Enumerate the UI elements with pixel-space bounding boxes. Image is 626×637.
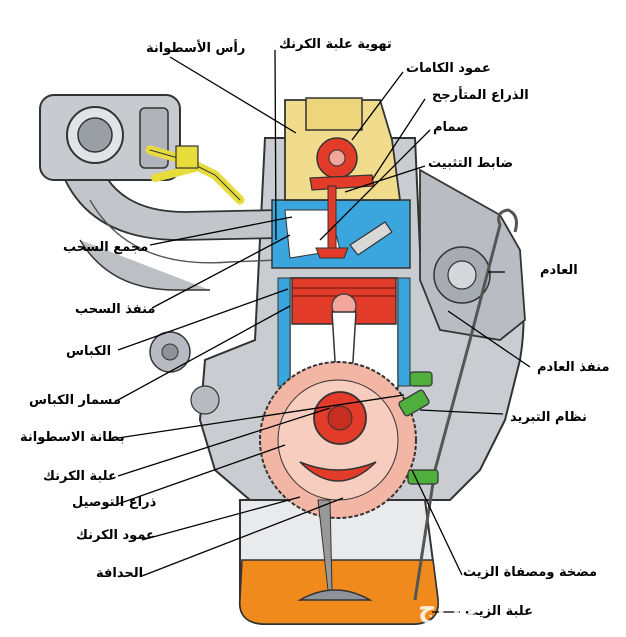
watermark: حراج [418,594,481,624]
label-connecting-rod: ذراع التوصيل [72,495,157,510]
label-intake-port: منفذ السحب [75,302,156,317]
label-intake-manifold: مجمع السحب [63,240,149,255]
label-crankcase-vent: تهوية علبة الكرنك [279,37,392,52]
label-cylinder-liner: بطانة الاسطوانة [20,430,125,445]
label-exhaust-port: منفذ العادم [537,360,610,375]
dipstick [413,208,518,601]
label-crankshaft: عمود الكرنك [76,528,155,543]
label-piston: الكباس [66,344,112,359]
leader-lines [117,49,531,613]
label-oil-pan: علبة الزيت [465,604,533,619]
label-tappet: ضابط التثبيت [428,156,514,171]
label-cooling-system: نظام التبريد [510,410,587,425]
label-exhaust: العادم [540,263,578,278]
throttle-body [39,94,181,181]
label-valve: صمام [433,120,469,135]
label-oil-pump-filter: مضخة ومصفاة الزيت [463,565,598,580]
label-flywheel: الحدافة [96,566,144,581]
label-cylinder-head: رأس الأسطوانة [146,41,246,56]
label-camshaft: عمود الكامات [406,61,491,76]
label-piston-pin: مسمار الكباس [29,393,121,408]
label-crankcase: علبة الكرنك [43,469,117,484]
label-rocker-arm: الذراع المتأرجح [432,88,529,103]
